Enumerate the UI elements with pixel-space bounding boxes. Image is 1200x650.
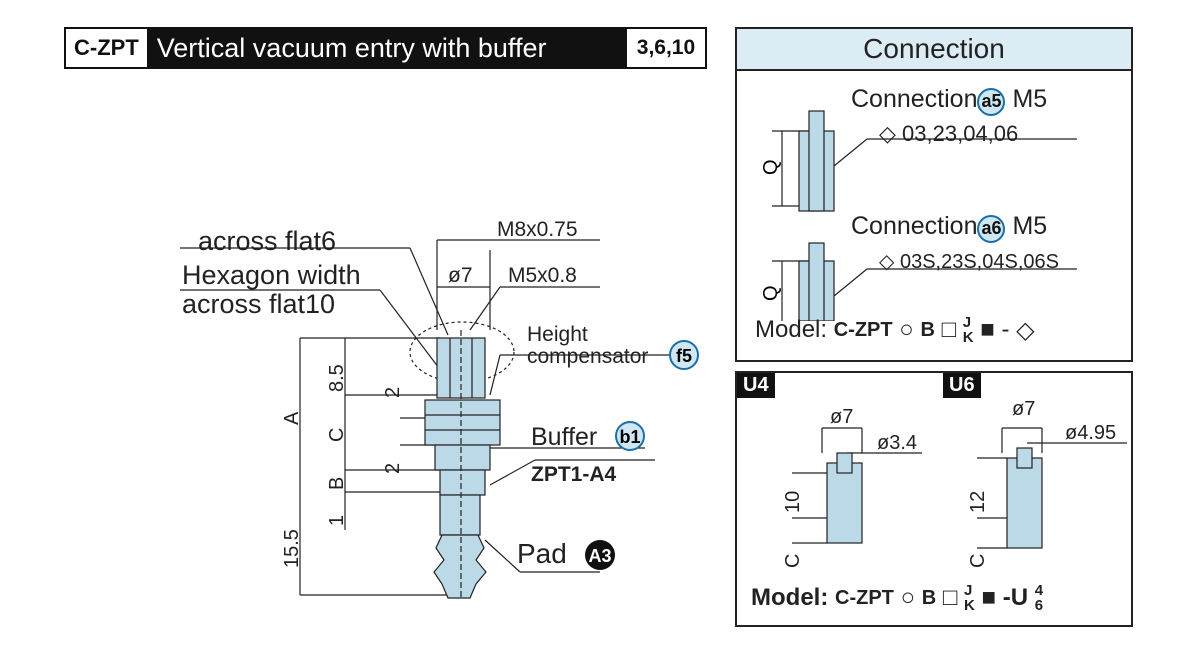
m8-thread-label: M8x0.75 <box>497 218 578 241</box>
circle-icon: ○ <box>899 316 914 343</box>
row1-codes: ◇ 03,23,04,06 <box>879 121 1019 146</box>
diamond-icon: ◇ <box>1016 316 1035 344</box>
dim-2-top: 2 <box>382 387 404 398</box>
f5-badge: f5 <box>669 340 699 370</box>
phi7-label: ø7 <box>448 264 473 287</box>
svg-text:b1: b1 <box>619 427 640 447</box>
product-title: Vertical vacuum entry with buffer <box>146 29 627 67</box>
height-label: Height <box>527 323 588 346</box>
dim-b: B <box>326 477 348 490</box>
pad-label: Pad <box>517 538 567 569</box>
b1-badge: b1 <box>615 421 645 451</box>
across-flat6-label: across flat6 <box>198 226 336 256</box>
u4-inner-dia: ø3.4 <box>877 432 917 454</box>
diamond-icon: ◇ <box>879 121 896 146</box>
model-code: C-ZPT <box>66 29 147 67</box>
buffer-label: Buffer <box>531 423 597 451</box>
u4-height: 10 <box>782 491 804 513</box>
diamond-icon: ◇ <box>879 251 895 273</box>
square-icon: □ <box>942 584 958 611</box>
svg-text:A3: A3 <box>588 546 611 566</box>
filled-square-icon: ■ <box>981 584 997 611</box>
u4-phi7: ø7 <box>830 406 853 428</box>
circle-icon: ○ <box>900 584 916 611</box>
dim-15-5: 15.5 <box>281 529 303 568</box>
square-icon: □ <box>941 316 957 343</box>
pad-sizes: 3,6,10 <box>626 29 706 67</box>
a5-badge: a5 <box>977 87 1006 116</box>
across-flat10-label: across flat10 <box>182 289 335 319</box>
a3-badge: A3 <box>585 540 615 570</box>
dim-8-5: 8.5 <box>326 364 348 392</box>
u4-c-dim: C <box>782 554 804 568</box>
u6-height: 12 <box>967 491 989 513</box>
u6-phi7: ø7 <box>1012 398 1035 420</box>
filled-square-icon: ■ <box>980 316 995 343</box>
svg-text:f5: f5 <box>676 346 692 366</box>
u6-inner-dia: ø4.95 <box>1065 422 1116 444</box>
m5-thread-label: M5x0.8 <box>508 264 577 287</box>
u6-tag: U6 <box>943 373 981 398</box>
u-drawings: ø7 ø3.4 10 C ø7 ø4.95 12 C <box>782 398 1127 568</box>
main-drawing: across flat6 Hexagon width across flat10… <box>180 218 699 600</box>
connection-drawings: Q Q <box>760 110 1077 321</box>
title-bar: C-ZPT Vertical vacuum entry with buffer … <box>64 27 708 69</box>
dim-a: A <box>281 411 303 425</box>
a6-badge: a6 <box>977 214 1006 243</box>
dim-c: C <box>326 428 348 442</box>
u6-c-dim: C <box>967 554 989 568</box>
zpt-label: ZPT1-A4 <box>531 463 617 486</box>
u-options-panel: U4 U6 ø7 ø3.4 10 C ø7 ø4.95 12 C <box>735 371 1133 627</box>
connection-title: Connection <box>737 29 1131 71</box>
row2-q-dim: Q <box>760 285 782 301</box>
hexagon-width-label: Hexagon width <box>182 260 361 290</box>
row2-codes: ◇ 03S,23S,04S,06S <box>879 251 1059 273</box>
row1-q-dim: Q <box>760 159 782 175</box>
u4-tag: U4 <box>737 373 775 398</box>
dim-1: 1 <box>326 515 348 526</box>
dim-2-bottom: 2 <box>382 463 404 474</box>
compensator-label: compensator <box>527 345 648 368</box>
